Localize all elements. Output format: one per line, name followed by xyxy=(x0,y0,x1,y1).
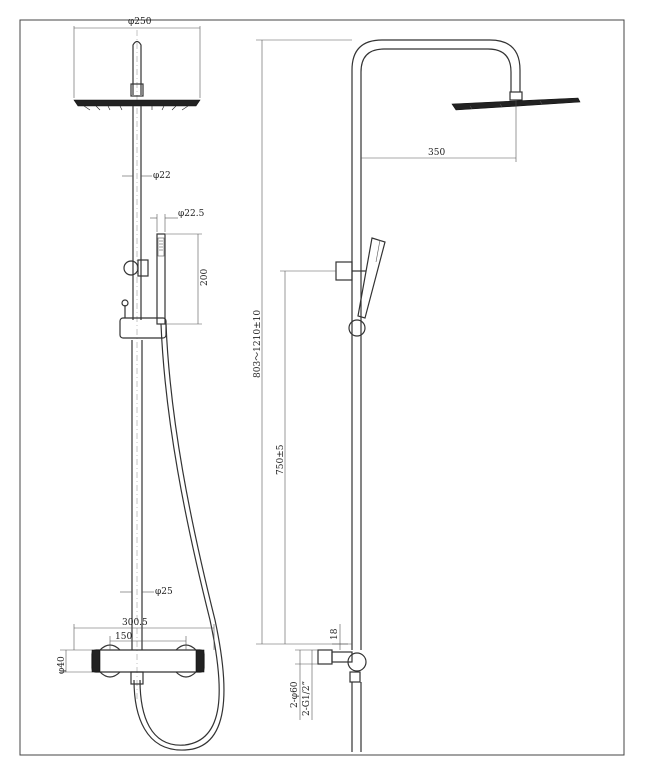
side-clamp-knob xyxy=(348,319,366,337)
drawing-frame xyxy=(19,19,625,756)
side-mixer xyxy=(317,649,367,683)
slide-clamp xyxy=(119,317,167,339)
dim-head-diameter: φ250 xyxy=(128,17,152,27)
dim-inlet-thread: 2-G1/2” xyxy=(302,681,312,716)
side-arch xyxy=(351,39,521,650)
dim-offset: 18 xyxy=(330,628,340,640)
dim-width-total: 300.5 xyxy=(122,618,148,628)
dim-inlet-dia: 2-φ60 xyxy=(290,681,300,708)
dim-height-adjust: 803～1210±10 xyxy=(253,310,263,378)
dim-handshower-dia: φ22.5 xyxy=(178,209,205,219)
dim-pipe-lower: φ25 xyxy=(155,587,173,597)
dim-body-dia: φ40 xyxy=(57,656,67,674)
front-shower-head xyxy=(73,99,201,107)
holder-knob xyxy=(123,260,139,276)
side-view xyxy=(256,39,581,752)
front-mixer xyxy=(91,644,205,685)
front-hose xyxy=(139,323,220,746)
dim-arm-length: 350 xyxy=(428,148,445,158)
dim-center-spacing: 150 xyxy=(115,632,132,642)
front-top-arm xyxy=(132,40,142,95)
dim-slide-height: 200 xyxy=(200,269,210,286)
front-view xyxy=(60,26,225,751)
dim-pipe-upper: φ22 xyxy=(153,171,171,181)
side-hand-shower xyxy=(357,237,386,319)
side-holder xyxy=(335,261,353,281)
dim-height-outlet: 750±5 xyxy=(276,444,286,475)
